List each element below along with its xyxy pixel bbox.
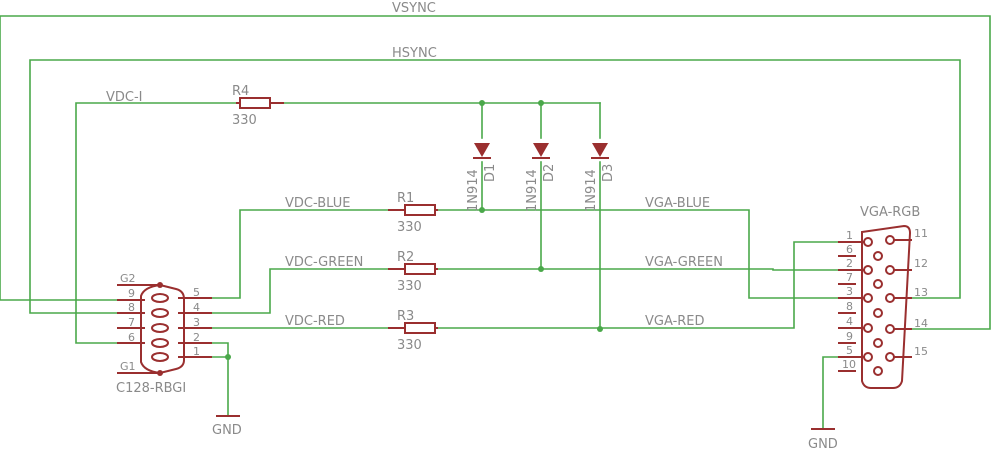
net-vsync-wire (0, 15, 991, 330)
d3-value: 1N914 (584, 169, 599, 212)
junction-dot (479, 100, 485, 106)
r1-name: R1 (397, 191, 414, 206)
wires (0, 15, 991, 429)
net-labels: VSYNC HSYNC VDC-I VDC-BLUE VDC-GREEN VDC… (106, 1, 723, 329)
c128-pin-right: 3 (193, 316, 200, 329)
vga-pin-left: 9 (846, 330, 853, 343)
net-label-vdc-blue: VDC-BLUE (285, 196, 350, 211)
resistor-r3: R3 330 (388, 309, 438, 353)
net-label-vga-blue: VGA-BLUE (645, 196, 710, 211)
gnd-right-wire (822, 356, 839, 429)
c128-pin-left: 7 (128, 316, 135, 329)
net-label-vdc-green: VDC-GREEN (285, 255, 363, 270)
c128-pin-right: 1 (193, 345, 200, 358)
net-vdc-i-wire (75, 102, 237, 344)
junctions (225, 100, 603, 360)
vga-pin-left: 10 (842, 358, 856, 371)
c128-connector-name: C128-RBGI (116, 381, 186, 396)
c128-pin-left: 6 (128, 331, 135, 344)
vga-pin-left: 1 (846, 229, 853, 242)
d2-value: 1N914 (525, 169, 540, 212)
d1-value: 1N914 (466, 169, 481, 212)
r2-value: 330 (397, 279, 422, 294)
d1-name: D1 (483, 164, 498, 182)
junction-dot (597, 326, 603, 332)
vga-pin-right: 13 (914, 286, 928, 299)
vga-pin-left: 4 (846, 315, 853, 328)
r4-value: 330 (232, 113, 257, 128)
diode-d3: 1N914 D3 (584, 143, 616, 212)
c128-pin-right: 4 (193, 301, 200, 314)
resistor-r1: R1 330 (388, 191, 438, 235)
vga-pin-left: 2 (846, 257, 853, 270)
c128-connector: G2 9 8 7 6 G1 5 4 3 2 1 C128-RBGI (116, 272, 212, 396)
r2-name: R2 (397, 250, 414, 265)
vga-pin-right: 12 (914, 257, 928, 270)
junction-dot (538, 100, 544, 106)
c128-pin-left: G1 (120, 360, 136, 373)
net-label-hsync: HSYNC (392, 46, 437, 61)
gnd-left-wire (211, 342, 229, 358)
r3-name: R3 (397, 309, 414, 324)
net-label-vdc-i: VDC-I (106, 90, 143, 105)
net-hsync-wire (29, 59, 961, 314)
c128-pin-right: 5 (193, 286, 200, 299)
gnd-right-symbol: GND (808, 428, 838, 452)
net-vga-red-wire (437, 241, 839, 329)
diode-d1: 1N914 D1 (466, 143, 498, 212)
vga-pin-left: 8 (846, 300, 853, 313)
vga-pin-left: 3 (846, 285, 853, 298)
d2-name: D2 (542, 164, 557, 182)
net-label-vga-green: VGA-GREEN (645, 255, 723, 270)
c128-pin-left: G2 (120, 272, 136, 285)
net-vga-blue-wire (437, 209, 839, 299)
gnd-left-symbol: GND (212, 415, 242, 438)
c128-pin-right: 2 (193, 331, 200, 344)
vga-pin-left: 6 (846, 243, 853, 256)
resistor-r4: R4 330 (232, 84, 284, 128)
net-vdc-blue-wire (211, 209, 389, 299)
c128-pin-left: 8 (128, 301, 135, 314)
net-label-vdc-red: VDC-RED (285, 314, 345, 329)
net-vga-green-wire (437, 268, 839, 271)
resistor-r2: R2 330 (388, 250, 438, 294)
vga-pin-left: 5 (846, 344, 853, 357)
gnd-left-label: GND (212, 423, 242, 438)
net-label-vsync: VSYNC (392, 1, 436, 16)
r3-value: 330 (397, 338, 422, 353)
junction-dot (538, 266, 544, 272)
vga-connector-name: VGA-RGB (860, 205, 920, 220)
vga-connector: 1 6 2 7 3 8 4 9 5 10 11 12 13 14 15 VGA-… (838, 205, 928, 389)
gnd-right-label: GND (808, 437, 838, 452)
diode-d2: 1N914 D2 (525, 143, 557, 212)
r1-value: 330 (397, 220, 422, 235)
vga-pin-right: 15 (914, 345, 928, 358)
junction-dot (225, 354, 231, 360)
c128-pin-left: 9 (128, 287, 135, 300)
junction-dot (479, 207, 485, 213)
net-label-vga-red: VGA-RED (645, 314, 705, 329)
r4-name: R4 (232, 84, 249, 99)
net-vdc-green-wire (211, 268, 389, 314)
vga-pin-left: 7 (846, 271, 853, 284)
vga-pin-right: 11 (914, 227, 928, 240)
d3-name: D3 (601, 164, 616, 182)
vga-pin-right: 14 (914, 317, 928, 330)
